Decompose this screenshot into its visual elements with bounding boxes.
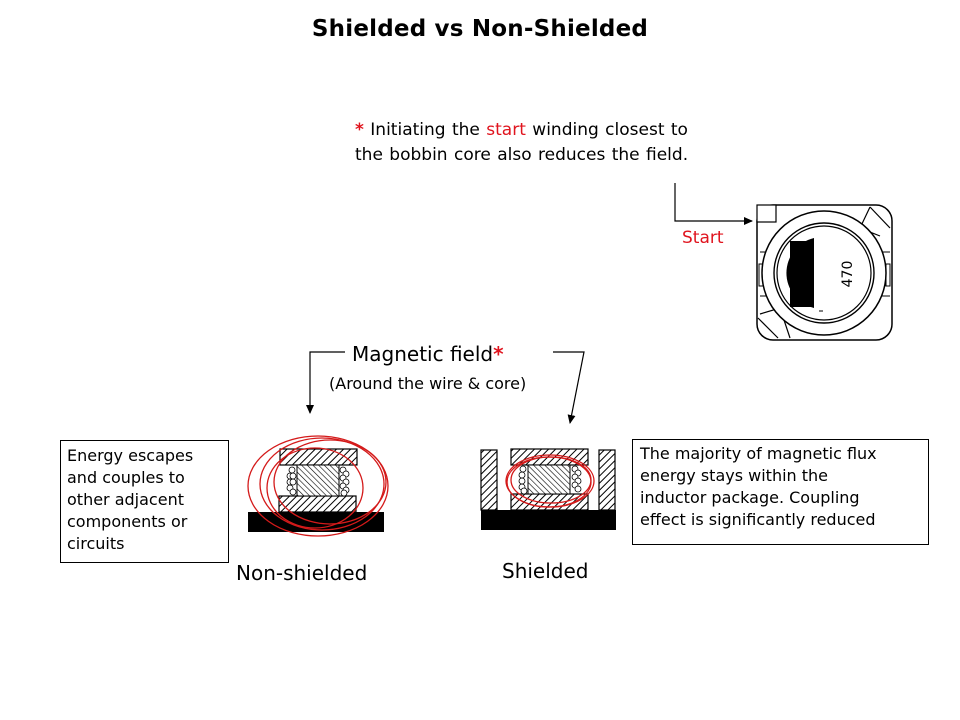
- magnetic-field-text: Magnetic field: [352, 342, 494, 366]
- note-highlight-start: start: [486, 120, 526, 140]
- field-lines-contained: [505, 454, 595, 508]
- box-line: inductor package. Coupling: [640, 488, 860, 507]
- note-text-2: winding closest to: [525, 120, 688, 140]
- box-line: energy stays within the: [640, 466, 829, 485]
- magnetic-field-arrows: [306, 351, 585, 424]
- field-lines-escaping: [247, 435, 389, 537]
- box-line: Energy escapes: [67, 446, 194, 465]
- core: [527, 464, 571, 495]
- core: [296, 464, 340, 497]
- start-label: Start: [682, 228, 724, 248]
- note-text-1: Initiating the: [363, 120, 487, 140]
- winding-left: [286, 466, 297, 496]
- box-line: and couples to: [67, 468, 185, 487]
- box-line: other adjacent: [67, 490, 184, 509]
- magnetic-field-subtitle: (Around the wire & core): [329, 374, 527, 393]
- winding-left: [518, 465, 528, 495]
- shield-left: [480, 449, 498, 511]
- winding-right: [571, 465, 582, 493]
- start-arrow: [674, 183, 753, 225]
- caption-shielded: Shielded: [502, 559, 589, 583]
- start-winding-note: * Initiating the start winding closest t…: [355, 118, 795, 168]
- box-line: circuits: [67, 534, 125, 553]
- magnetic-field-label: Magnetic field*: [352, 342, 504, 366]
- pin1-marker: [756, 204, 777, 223]
- shielded-explanation-box: The majority of magnetic flux energy sta…: [632, 439, 929, 545]
- box-line: The majority of magnetic flux: [640, 444, 877, 463]
- caption-non-shielded: Non-shielded: [236, 561, 368, 585]
- slide-title: Shielded vs Non-Shielded: [311, 16, 649, 42]
- non-shielded-inductor: [247, 435, 389, 537]
- magnetic-field-asterisk: *: [493, 342, 504, 366]
- shielded-inductor: [480, 448, 616, 530]
- note-asterisk: *: [355, 120, 364, 140]
- shield-right: [598, 449, 616, 511]
- box-line: effect is significantly reduced: [640, 510, 876, 529]
- box-line: components or: [67, 512, 188, 531]
- pcb-base: [481, 510, 616, 530]
- non-shielded-explanation-box: Energy escapes and couples to other adja…: [60, 440, 229, 563]
- arrow-to-non-shielded: [306, 351, 345, 414]
- inductor-marking: 470: [840, 261, 856, 288]
- note-line-2: the bobbin core also reduces the field.: [355, 145, 689, 165]
- winding-right: [339, 466, 350, 497]
- inductor-top-view: 470: [756, 204, 893, 341]
- arrow-to-shielded: [553, 351, 585, 424]
- bottom-flange: [278, 495, 357, 513]
